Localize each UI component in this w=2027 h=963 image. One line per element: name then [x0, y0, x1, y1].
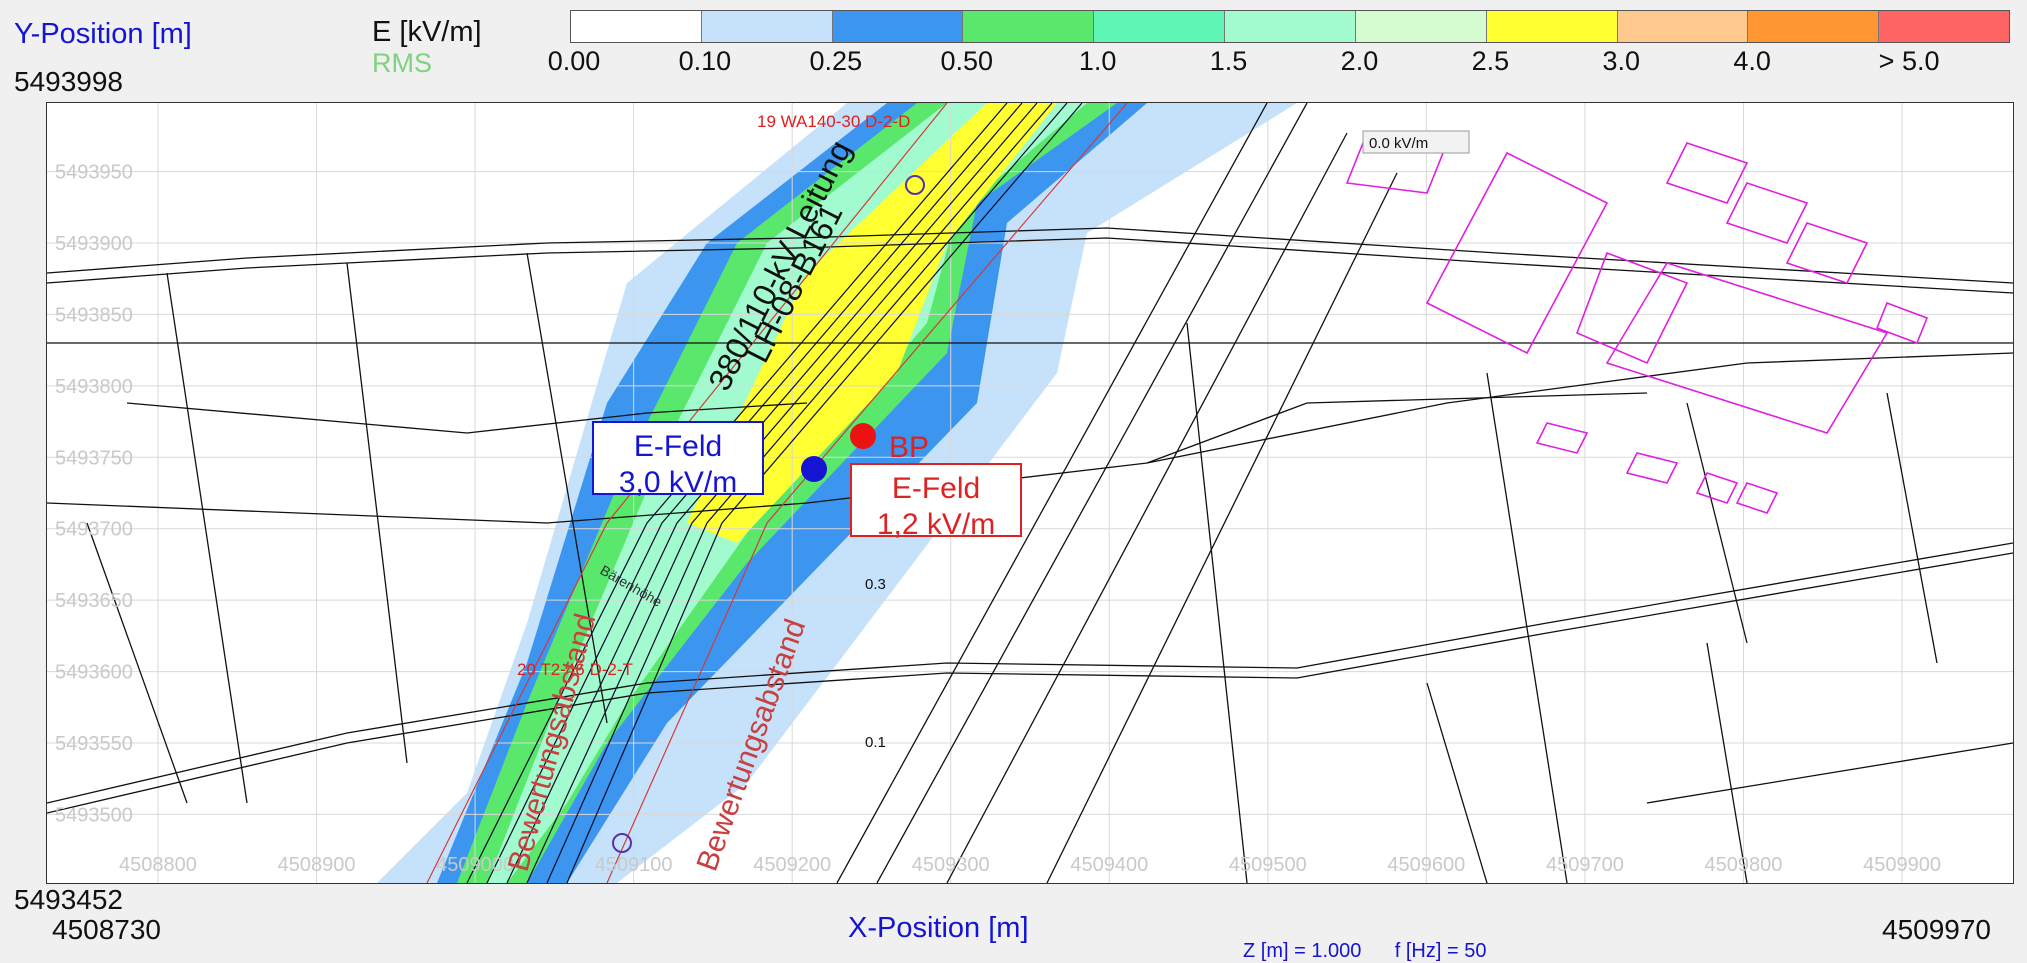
contour-label-2: 0.1	[865, 734, 886, 751]
field-readout-text: 0.0 kV/m	[1369, 135, 1428, 152]
measurement-point-bp[interactable]	[850, 423, 876, 449]
callout-max-value: 3,0 kV/m	[618, 466, 738, 499]
y-tick-0: 5493950	[55, 162, 133, 184]
legend-tick-1: 0.10	[678, 46, 732, 76]
mast-markers	[612, 175, 925, 853]
mast-marker-top	[905, 175, 925, 195]
legend-swatch-0	[571, 11, 702, 42]
legend-tick-3: 0.50	[940, 46, 993, 76]
legend-swatch-6	[1355, 11, 1487, 42]
y-tick-6: 5493650	[55, 590, 133, 612]
legend-swatch-8	[1617, 11, 1749, 42]
callout-bp-title: E-Feld	[891, 472, 981, 505]
mast-marker-bottom	[612, 833, 632, 853]
y-tick-7: 5493600	[55, 662, 133, 684]
y-tick-9: 5493500	[55, 804, 133, 826]
x-tick-5: 4509300	[912, 854, 990, 876]
legend-tick-6: 2.0	[1340, 46, 1379, 76]
legend-tick-2: 0.25	[809, 46, 863, 76]
y-tick-8: 5493550	[55, 733, 133, 755]
x-tick-7: 4509500	[1229, 854, 1307, 876]
color-legend	[570, 10, 2010, 43]
cadastral-lines	[47, 103, 2013, 883]
measurement-point-max[interactable]	[801, 456, 827, 482]
legend-swatch-5	[1225, 11, 1356, 42]
x-axis-label: X-Position [m]	[848, 912, 1029, 944]
x-tick-10: 4509800	[1705, 854, 1783, 876]
field-type-label: RMS	[372, 48, 432, 78]
x-tick-2: 4509000	[436, 854, 514, 876]
legend-swatch-3	[963, 11, 1095, 42]
legend-tick-8: 3.0	[1602, 46, 1641, 76]
y-coordinate-labels: 5493950 5493900 5493850 5493800 5493750 54937…	[55, 162, 133, 827]
field-readout-box	[1362, 130, 1470, 154]
buildings	[1345, 132, 1929, 514]
z-height: Z [m] = 1.000	[1243, 940, 1362, 962]
y-bottom-value: 5493452	[14, 884, 124, 915]
x-tick-4: 4509200	[753, 854, 831, 876]
frequency: f [Hz] = 50	[1394, 940, 1487, 962]
x-left-value: 4508730	[52, 914, 162, 945]
legend-tick-5: 1.5	[1209, 46, 1248, 76]
map-view[interactable]: 5493950 5493900 5493850 5493800 5493750 54937…	[46, 102, 2014, 884]
coordinate-grid	[47, 103, 2013, 883]
legend-tick-9: 4.0	[1733, 46, 1771, 76]
x-coordinate-labels: 4508800 4508900 4509000 4509100 4509200 45093…	[119, 854, 1941, 876]
legend-tick-10: > 5.0	[1878, 46, 1940, 76]
contour-label-1: 0.3	[865, 576, 886, 593]
heat-band-2.5	[687, 103, 1057, 543]
legend-tick-4: 1.0	[1078, 46, 1117, 76]
y-tick-1: 5493900	[55, 233, 133, 255]
x-tick-11: 4509900	[1863, 854, 1941, 876]
buffer-lines	[426, 103, 1128, 883]
x-tick-6: 4509400	[1070, 854, 1148, 876]
heat-band-1.5	[487, 103, 1087, 883]
callout-bp-value: 1,2 kV/m	[876, 508, 996, 541]
legend-tick-0: 0.00	[547, 46, 601, 76]
y-tick-2: 5493850	[55, 304, 133, 326]
x-tick-8: 4509600	[1387, 854, 1465, 876]
y-axis-label: Y-Position [m]	[14, 18, 192, 50]
callout-max-field: E-Feld 3,0 kV/m	[592, 421, 764, 499]
callout-max-title: E-Feld	[633, 430, 723, 463]
legend-swatch-9	[1748, 11, 1880, 42]
legend-swatch-1	[701, 11, 833, 42]
mast-bottom-label: 20 T2-46 D-2-T	[517, 660, 633, 679]
field-unit-label: E [kV/m]	[372, 16, 482, 48]
x-right-value: 4509970	[1882, 914, 1992, 945]
point-label-bp: BP	[889, 431, 929, 464]
x-tick-0: 4508800	[119, 854, 197, 876]
power-line-conductors	[466, 103, 1083, 883]
legend-swatch-4	[1094, 11, 1226, 42]
y-top-value: 5493998	[14, 66, 124, 97]
y-tick-5: 5493700	[55, 519, 133, 541]
legend-swatch-7	[1486, 11, 1618, 42]
calc-parameters: Z [m] = 1.000 f [Hz] = 50	[1243, 940, 1486, 963]
x-tick-1: 4508900	[278, 854, 356, 876]
mast-top-label: 19 WA140-30 D-2-D	[757, 112, 910, 131]
legend-swatch-10	[1879, 11, 2009, 42]
y-tick-4: 5493750	[55, 447, 133, 469]
x-tick-9: 4509700	[1546, 854, 1624, 876]
legend-swatch-2	[832, 11, 964, 42]
callout-bp-field: E-Feld 1,2 kV/m	[850, 463, 1022, 541]
y-tick-3: 5493800	[55, 376, 133, 398]
legend-tick-7: 2.5	[1471, 46, 1510, 76]
x-tick-3: 4509100	[595, 854, 673, 876]
